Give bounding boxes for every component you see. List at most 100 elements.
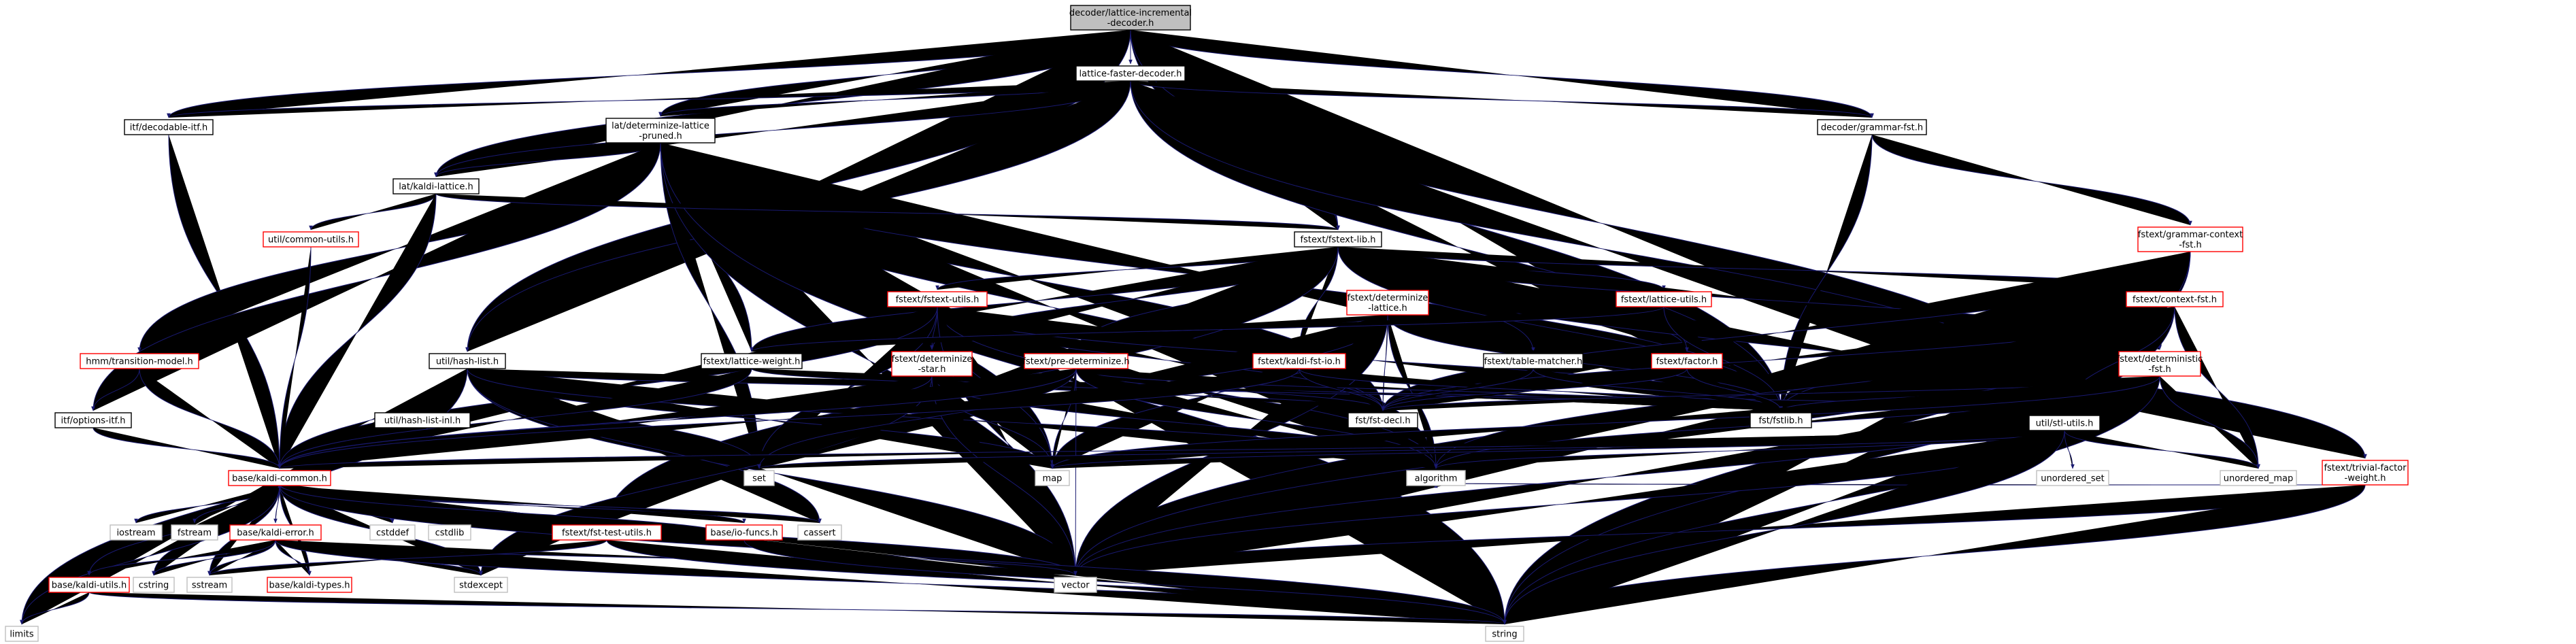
include-edge-kaldi_fst_io-to-fst_decl: [1299, 368, 1385, 411]
node-label: fst/fst-decl.h: [1355, 416, 1410, 426]
node-kaldi-lat[interactable]: lat/kaldi-lattice.h: [392, 178, 480, 194]
node-fdet-lat[interactable]: fstext/determinize-lattice.h: [1346, 290, 1429, 316]
node-label: vector: [1061, 581, 1090, 591]
include-edge-fst_test_utils-to-sstream: [207, 539, 607, 576]
node-det-lat[interactable]: lat/determinize-lattice-pruned.h: [605, 118, 716, 143]
include-edge-fdet_lat-to-algorithm: [1387, 314, 1438, 469]
dependency-edges: [20, 29, 2367, 625]
node-label: base/kaldi-utils.h: [52, 581, 127, 591]
node-deterministic[interactable]: fstext/deterministic-fst.h: [2117, 351, 2203, 377]
node-label: -star.h: [918, 365, 946, 375]
node-label: map: [1043, 474, 1063, 484]
node-label: base/kaldi-common.h: [232, 474, 327, 484]
node-label: fstext/fstext-utils.h: [896, 295, 980, 305]
node-fst-decl[interactable]: fst/fst-decl.h: [1348, 412, 1418, 428]
include-edge-kaldi_utils-to-limits: [20, 592, 90, 625]
node-kaldi-common[interactable]: base/kaldi-common.h: [228, 470, 331, 486]
include-edge-trans_model-to-kaldi_common: [139, 368, 282, 469]
node-label: stdexcept: [459, 581, 503, 591]
node-label: util/stl-utils.h: [2036, 419, 2094, 429]
node-hash-list-inl[interactable]: util/hash-list-inl.h: [374, 412, 471, 428]
include-edge-kaldi_lat-to-kaldi_common: [278, 193, 437, 469]
node-label: sstream: [192, 581, 227, 591]
include-edge-factor-to-fst_decl: [1381, 368, 1688, 411]
node-kaldi-utils[interactable]: base/kaldi-utils.h: [48, 577, 130, 593]
node-string: string: [1485, 626, 1524, 642]
node-label: -lattice.h: [1368, 303, 1407, 313]
node-label: fstext/kaldi-fst-io.h: [1258, 357, 1341, 367]
node-label: set: [752, 474, 766, 484]
include-edge-kaldi_fst_io-to-kaldi_common: [278, 368, 1300, 469]
node-label: base/kaldi-types.h: [269, 581, 350, 591]
node-trans-model[interactable]: hmm/transition-model.h: [80, 353, 199, 369]
include-edge-stl_utils-to-unordered_map: [2064, 430, 2260, 469]
node-hash-list[interactable]: util/hash-list.h: [429, 353, 506, 369]
node-label: util/common-utils.h: [268, 235, 354, 245]
node-label: fstream: [178, 528, 212, 539]
node-root: decoder/lattice-incremental-decoder.h: [1069, 5, 1192, 31]
node-limits: limits: [5, 626, 39, 642]
node-label: lat/kaldi-lattice.h: [399, 182, 473, 192]
node-lfd[interactable]: lattice-faster-decoder.h: [1075, 65, 1186, 82]
node-label: string: [1492, 630, 1517, 640]
node-io-funcs[interactable]: base/io-funcs.h: [705, 524, 783, 541]
node-label: fstext/lattice-utils.h: [1621, 295, 1707, 305]
node-label: base/kaldi-error.h: [237, 528, 314, 539]
node-label: fstext/fst-test-utils.h: [562, 528, 652, 539]
node-vector: vector: [1054, 577, 1097, 593]
node-map: map: [1035, 470, 1070, 486]
node-label: itf/options-itf.h: [61, 416, 126, 426]
include-edge-common_utils-to-kaldi_common: [278, 246, 312, 469]
node-stdexcept: stdexcept: [454, 577, 508, 593]
node-label: decoder/grammar-fst.h: [1821, 123, 1923, 133]
node-label: -decoder.h: [1107, 18, 1154, 29]
node-label: fstext/factor.h: [1656, 357, 1718, 367]
node-label: util/hash-list.h: [436, 357, 499, 367]
include-edge-stl_utils-to-unordered_set: [2064, 430, 2075, 469]
node-label: cstddef: [376, 528, 409, 539]
file-nodes: decoder/lattice-incremental-decoder.h lat…: [5, 5, 2409, 642]
include-edge-factor-to-fstlib: [1686, 368, 1783, 411]
node-kaldi-error[interactable]: base/kaldi-error.h: [229, 524, 322, 541]
node-label: unordered_map: [2224, 474, 2294, 484]
node-label: fstext/context-fst.h: [2132, 295, 2217, 305]
node-kaldi-fst-io[interactable]: fstext/kaldi-fst-io.h: [1252, 353, 1346, 369]
node-trivial[interactable]: fstext/trivial-factor-weight.h: [2322, 460, 2409, 486]
node-fst-test-utils[interactable]: fstext/fst-test-utils.h: [552, 524, 662, 541]
node-kaldi-types[interactable]: base/kaldi-types.h: [267, 577, 352, 593]
node-cstring: cstring: [133, 577, 175, 593]
include-edge-ctx_fst-to-unordered_map: [2174, 306, 2260, 469]
node-det-star[interactable]: fstext/determinize-star.h: [891, 351, 973, 377]
node-dec-itf[interactable]: itf/decodable-itf.h: [124, 119, 214, 135]
node-label: decoder/lattice-incremental: [1069, 8, 1192, 18]
include-edge-hash_list-to-cassert: [467, 368, 822, 524]
node-options-itf[interactable]: itf/options-itf.h: [54, 412, 132, 428]
node-grammar[interactable]: decoder/grammar-fst.h: [1817, 119, 1927, 135]
node-label: fstext/table-matcher.h: [1484, 357, 1583, 367]
node-sstream: sstream: [186, 577, 233, 593]
node-fstext-utils[interactable]: fstext/fstext-utils.h: [887, 291, 988, 307]
node-label: -pruned.h: [639, 131, 682, 141]
include-edge-trivial-to-algorithm: [1435, 483, 2366, 488]
node-pre-det[interactable]: fstext/pre-determinize.h: [1022, 353, 1130, 369]
node-factor[interactable]: fstext/factor.h: [1651, 353, 1723, 369]
node-fstext-lib[interactable]: fstext/fstext-lib.h: [1294, 231, 1382, 248]
node-label: unordered_set: [2041, 474, 2104, 484]
node-lat-weight[interactable]: fstext/lattice-weight.h: [701, 353, 803, 369]
node-label: cassert: [803, 528, 835, 539]
node-table-matcher[interactable]: fstext/table-matcher.h: [1483, 353, 1584, 369]
node-label: lat/determinize-lattice: [612, 121, 709, 131]
node-gctx[interactable]: fstext/grammar-context-fst.h: [2137, 226, 2243, 252]
node-fstlib[interactable]: fst/fstlib.h: [1750, 412, 1812, 428]
node-stl-utils[interactable]: util/stl-utils.h: [2028, 415, 2101, 431]
node-ctx-fst[interactable]: fstext/context-fst.h: [2126, 291, 2224, 307]
include-edge-deterministic-to-unordered_map: [2159, 375, 2260, 469]
include-edge-lfd-to-grammar: [1130, 80, 1874, 118]
node-unordered-set: unordered_set: [2036, 470, 2109, 486]
node-label: fstext/pre-determinize.h: [1022, 357, 1129, 367]
include-edge-kaldi_error-to-cstring: [152, 539, 276, 576]
node-unordered-map: unordered_map: [2220, 470, 2297, 486]
node-label: fstext/grammar-context: [2138, 230, 2243, 240]
node-common-utils[interactable]: util/common-utils.h: [263, 231, 359, 248]
node-lat-utils[interactable]: fstext/lattice-utils.h: [1616, 291, 1712, 307]
